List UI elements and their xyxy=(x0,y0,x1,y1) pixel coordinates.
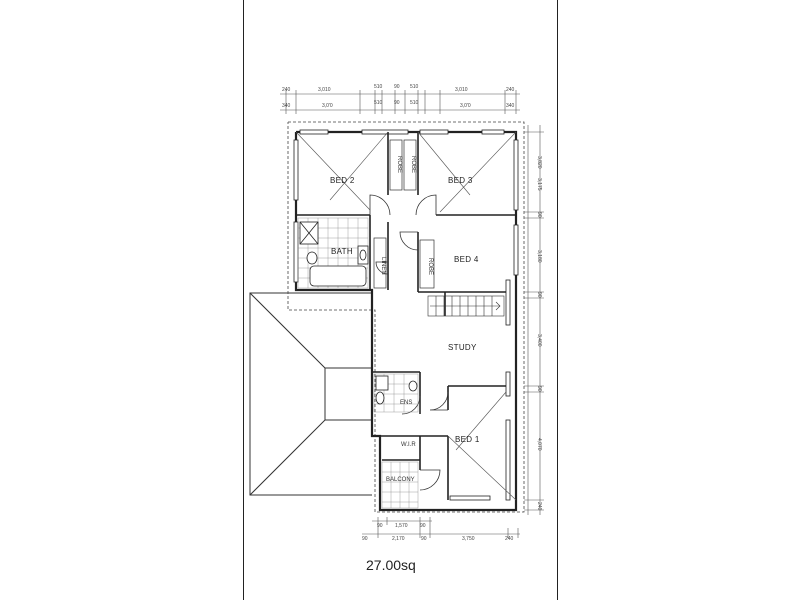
room-label-robe-bed4: ROBE xyxy=(427,258,433,275)
room-label-robe-bed3: ROBE xyxy=(410,156,416,173)
dim-bottom-inner-2: 1,570 xyxy=(395,523,408,529)
dim-top-outer-1: 240 xyxy=(282,87,291,93)
room-label-study: STUDY xyxy=(448,343,477,352)
dim-bottom-outer-2: 2,170 xyxy=(392,536,405,542)
area-label: 27.00sq xyxy=(366,557,416,573)
room-label-bed-2: BED 2 xyxy=(330,176,355,185)
room-label-balcony: BALCONY xyxy=(386,477,415,483)
room-label-linen: LINEN xyxy=(380,257,386,275)
top-dimension-lines xyxy=(280,90,520,114)
dim-top-inner-3: 510 xyxy=(374,100,383,106)
balcony-tiles xyxy=(381,461,419,509)
dim-top-inner-1: 340 xyxy=(282,103,291,109)
room-label-ens: ENS xyxy=(400,400,412,406)
ens-fixtures xyxy=(375,375,418,405)
top-dimension-labels: 240 3,010 510 90 510 3,010 240 340 3,0'0… xyxy=(282,84,515,109)
dim-right-5: 90 xyxy=(536,292,542,298)
dim-right-7: 90 xyxy=(536,386,542,392)
right-dimension-labels: 3,820 3,175 90 3,180 90 3,400 90 4,070 2… xyxy=(536,156,542,511)
dim-right-1: 3,820 xyxy=(536,156,542,169)
right-dimension-lines xyxy=(524,125,544,515)
room-label-wir: W.I.R xyxy=(401,442,416,448)
bottom-dimension-lines xyxy=(362,517,520,538)
stairs xyxy=(427,295,505,317)
roof-outline xyxy=(249,292,372,496)
external-walls xyxy=(294,130,518,512)
bottom-dimension-labels: 90 1,570 90 90 2,170 90 3,750 240 xyxy=(362,523,514,542)
dim-top-outer-4: 90 xyxy=(394,84,400,90)
room-labels: BED 2 BED 3 BATH LINEN ROBE ROBE ROBE BE… xyxy=(330,156,480,483)
dim-bottom-outer-3: 90 xyxy=(421,536,427,542)
dim-top-outer-5: 510 xyxy=(410,84,419,90)
dim-bottom-inner-3: 90 xyxy=(420,523,426,529)
ceiling-diagonals xyxy=(295,131,517,501)
dim-top-inner-7: 340 xyxy=(506,103,515,109)
eave-line xyxy=(287,121,525,513)
internal-walls xyxy=(296,132,516,500)
dim-top-inner-2: 3,0'0 xyxy=(322,103,333,109)
door-swings xyxy=(369,194,449,491)
dim-top-inner-5: 510 xyxy=(410,100,419,106)
room-label-bed-3: BED 3 xyxy=(448,176,473,185)
room-label-robe-bed2: ROBE xyxy=(396,156,402,173)
dim-top-outer-7: 240 xyxy=(506,87,515,93)
dim-right-4: 3,180 xyxy=(536,250,542,263)
dim-right-2: 3,175 xyxy=(536,178,542,191)
dim-bottom-outer-5: 240 xyxy=(505,536,514,542)
room-label-bed-4: BED 4 xyxy=(454,255,479,264)
dim-top-inner-6: 3,0'0 xyxy=(460,103,471,109)
dim-right-8: 4,070 xyxy=(536,438,542,451)
room-label-bed-1: BED 1 xyxy=(455,435,480,444)
dim-bottom-outer-4: 3,750 xyxy=(462,536,475,542)
room-label-bath: BATH xyxy=(331,247,353,256)
windows xyxy=(293,129,519,501)
dim-top-outer-3: 510 xyxy=(374,84,383,90)
dim-bottom-outer-1: 90 xyxy=(362,536,368,542)
dim-bottom-inner-1: 90 xyxy=(377,523,383,529)
dim-right-3: 90 xyxy=(536,212,542,218)
dim-right-9: 240 xyxy=(536,502,542,511)
robe-outlines xyxy=(373,139,435,289)
dim-top-outer-2: 3,010 xyxy=(318,87,331,93)
dim-right-6: 3,400 xyxy=(536,334,542,347)
dim-top-inner-4: 90 xyxy=(394,100,400,106)
drawing-sheet xyxy=(243,0,558,600)
dim-top-outer-6: 3,010 xyxy=(455,87,468,93)
bath-fixtures xyxy=(299,221,369,287)
